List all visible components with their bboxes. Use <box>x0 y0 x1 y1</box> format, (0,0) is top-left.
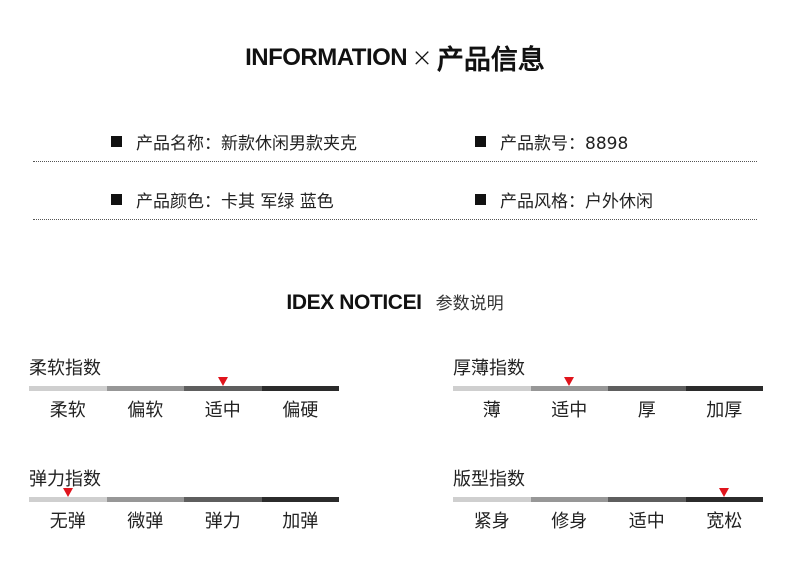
info-product-style-text: 产品风格：户外休闲 <box>500 192 653 212</box>
scale-label: 偏硬 <box>282 400 319 421</box>
scale-label: 加弹 <box>282 511 319 532</box>
scale-bar-segment <box>261 497 339 502</box>
triangle-marker-icon <box>217 377 228 386</box>
scale-title: 柔软指数 <box>29 358 101 379</box>
scale-bar-segment <box>261 386 339 391</box>
scale-bar-segment <box>106 497 184 502</box>
scale-bar-segment <box>685 386 763 391</box>
triangle-marker-icon <box>62 488 73 497</box>
info-row-1: 产品名称：新款休闲男款夹克 产品款号：8898 <box>0 129 790 159</box>
scale-bar-segment <box>29 386 107 391</box>
scale-title: 弹力指数 <box>29 469 101 490</box>
scale-label: 厚 <box>637 400 656 421</box>
square-bullet-icon <box>111 194 122 205</box>
params-heading-english: IDEX NOTICEI <box>286 291 422 314</box>
params-heading-chinese: 参数说明 <box>435 294 504 314</box>
triangle-marker-icon <box>719 488 730 497</box>
scale-bar-segment <box>29 497 107 502</box>
scale-label: 弹力 <box>204 511 241 532</box>
scale-label: 适中 <box>628 511 665 532</box>
elasticity-scale: 弹力指数 无弹 微弹 弹力 加弹 <box>29 465 339 532</box>
scale-label: 适中 <box>551 400 588 421</box>
info-row-2: 产品颜色：卡其 军绿 蓝色 产品风格：户外休闲 <box>0 187 790 217</box>
scale-bar-segment <box>453 386 531 391</box>
fit-scale: 版型指数 紧身 修身 适中 宽松 <box>453 465 763 532</box>
square-bullet-icon <box>111 136 122 147</box>
scale-bar-segment <box>453 497 531 502</box>
info-product-color-text: 产品颜色：卡其 军绿 蓝色 <box>136 192 334 212</box>
scale-label: 修身 <box>551 511 588 532</box>
scale-bar-segment <box>106 386 184 391</box>
scale-label: 无弹 <box>49 511 86 532</box>
scale-label: 柔软 <box>49 400 86 421</box>
scale-labels: 柔软 偏软 适中 偏硬 <box>29 396 339 422</box>
params-heading: IDEX NOTICEI 参数说明 <box>0 289 790 315</box>
scale-label: 紧身 <box>473 511 510 532</box>
scale-bar-segment <box>530 497 608 502</box>
title-separator: × <box>411 42 433 73</box>
scale-bar-segment <box>685 497 763 502</box>
scale-bar-segment <box>184 497 262 502</box>
info-product-name: 产品名称：新款休闲男款夹克 <box>111 129 357 154</box>
title-english: INFORMATION <box>245 43 408 71</box>
scale-labels: 无弹 微弹 弹力 加弹 <box>29 507 339 533</box>
title-chinese: 产品信息 <box>436 45 545 76</box>
scale-label: 加厚 <box>706 400 743 421</box>
info-product-model: 产品款号：8898 <box>475 129 628 154</box>
info-product-name-text: 产品名称：新款休闲男款夹克 <box>136 134 357 154</box>
softness-scale: 柔软指数 柔软 偏软 适中 偏硬 <box>29 354 339 421</box>
scale-title: 版型指数 <box>453 469 525 490</box>
scale-label: 适中 <box>204 400 241 421</box>
scale-label: 微弹 <box>127 511 164 532</box>
thickness-scale: 厚薄指数 薄 适中 厚 加厚 <box>453 354 763 421</box>
scale-bar <box>29 386 339 391</box>
scale-bar <box>29 497 339 502</box>
scale-bar <box>453 497 763 502</box>
scale-labels: 紧身 修身 适中 宽松 <box>453 507 763 533</box>
scale-title: 厚薄指数 <box>453 358 525 379</box>
dotted-divider <box>33 161 757 162</box>
info-product-model-text: 产品款号：8898 <box>500 134 629 154</box>
scale-label: 偏软 <box>127 400 164 421</box>
scale-bar-segment <box>530 386 608 391</box>
square-bullet-icon <box>475 136 486 147</box>
dotted-divider <box>33 219 757 220</box>
scale-label: 宽松 <box>706 511 743 532</box>
scale-bar-segment <box>608 497 686 502</box>
scale-bar <box>453 386 763 391</box>
scale-bar-segment <box>184 386 262 391</box>
page-title: INFORMATION × 产品信息 <box>0 38 790 77</box>
square-bullet-icon <box>475 194 486 205</box>
triangle-marker-icon <box>564 377 575 386</box>
scale-bar-segment <box>608 386 686 391</box>
scale-label: 薄 <box>482 400 501 421</box>
info-product-style: 产品风格：户外休闲 <box>475 187 653 212</box>
scale-labels: 薄 适中 厚 加厚 <box>453 396 763 422</box>
info-product-color: 产品颜色：卡其 军绿 蓝色 <box>111 187 334 212</box>
